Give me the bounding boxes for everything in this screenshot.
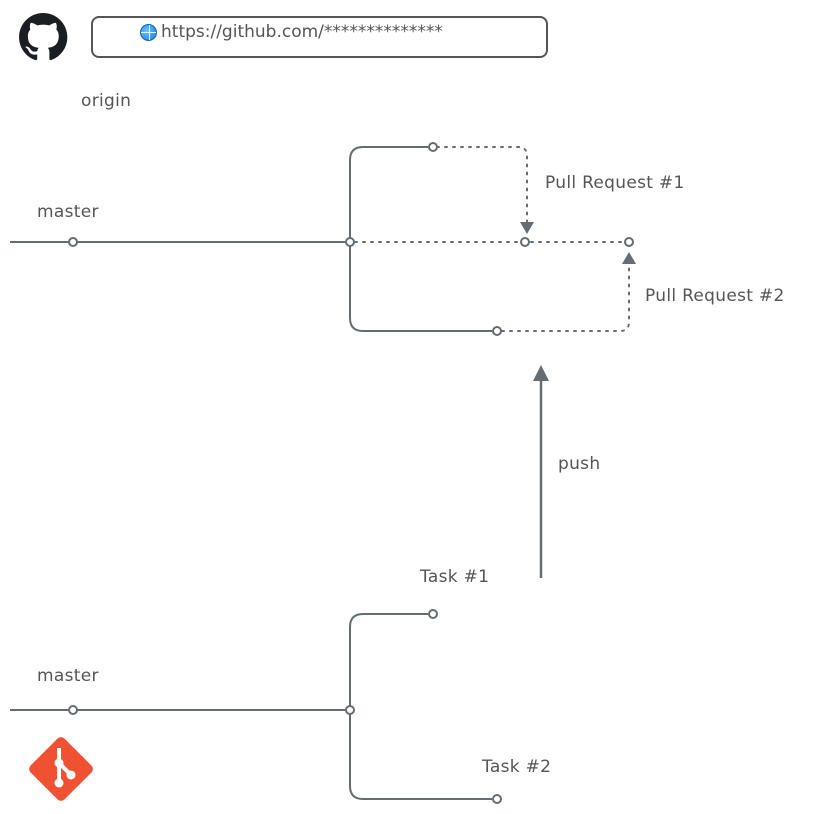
local-task2-node (492, 794, 502, 804)
url-text-wrap: https://github.com/************** (140, 22, 443, 42)
remote-branch-upper (349, 146, 428, 242)
pr2-arrowhead (622, 252, 636, 264)
pr1-arrowhead (520, 222, 534, 234)
repo-url: https://github.com/************** (161, 22, 443, 42)
local-commit-node (68, 705, 78, 715)
task2-label: Task #2 (481, 757, 551, 777)
remote-master-label: master (37, 202, 99, 222)
local-task1-node (428, 609, 438, 619)
origin-label: origin (81, 91, 131, 111)
task1-label: Task #1 (419, 567, 489, 587)
git-logo-icon (29, 737, 93, 801)
pr1-label: Pull Request #1 (545, 173, 685, 193)
pr2-arrow-path (501, 262, 630, 332)
merge-pr1-node (520, 237, 530, 247)
local-master-label: master (37, 666, 99, 686)
remote-task1-node (428, 142, 438, 152)
local-branch-lower (349, 710, 492, 800)
url-bar[interactable] (91, 16, 548, 58)
globe-icon (140, 23, 157, 41)
pr2-label: Pull Request #2 (645, 286, 785, 306)
merge-pr2-node (624, 237, 634, 247)
push-arrowhead (533, 365, 549, 381)
github-logo-icon (19, 13, 68, 61)
remote-branch-lower (349, 242, 492, 332)
local-branch-upper (349, 613, 428, 710)
remote-branch-point-node (345, 237, 355, 247)
remote-commit-node (68, 237, 78, 247)
push-label: push (558, 454, 600, 474)
remote-task2-node (492, 326, 502, 336)
local-branch-point-node (345, 705, 355, 715)
pr1-arrow-path (436, 146, 528, 223)
